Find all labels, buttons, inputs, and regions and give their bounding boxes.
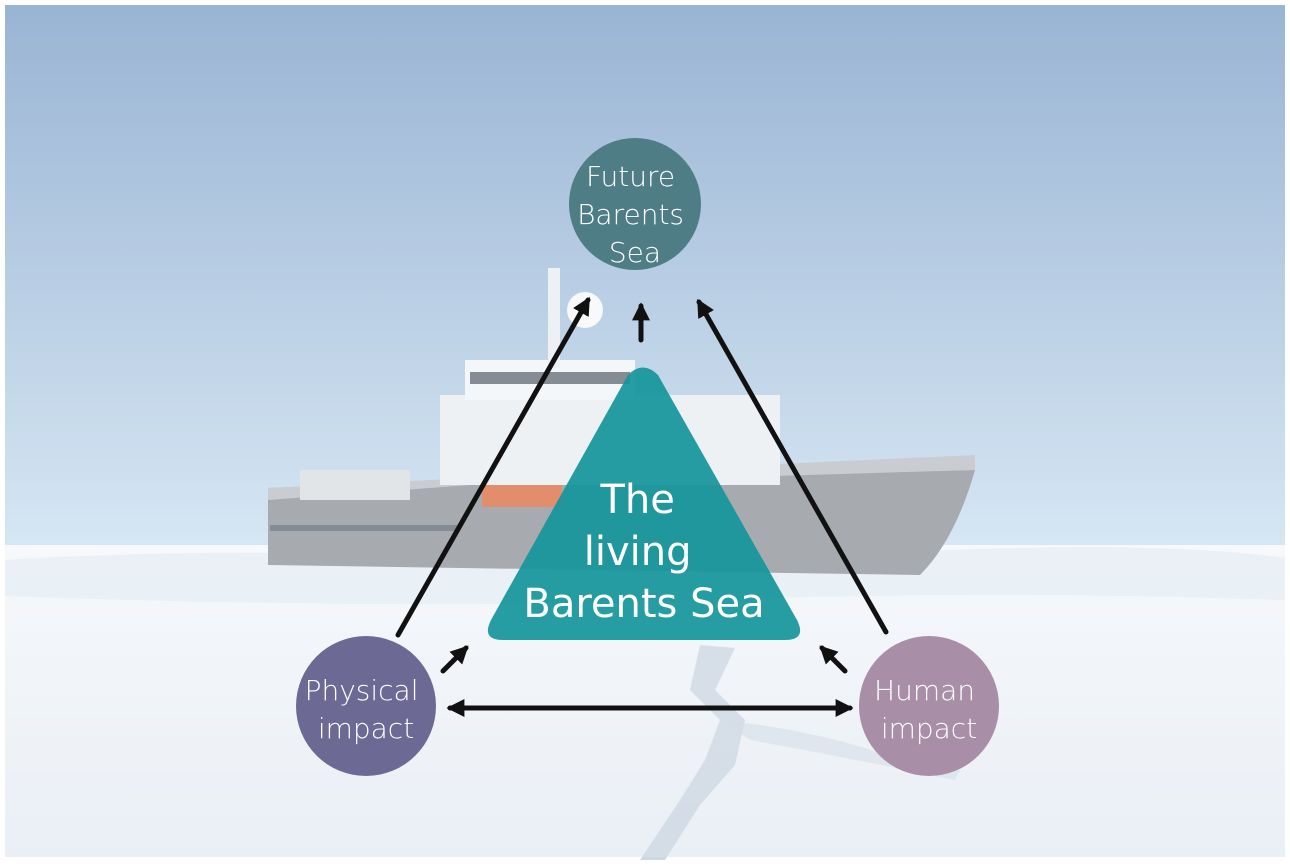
center-triangle <box>487 367 801 640</box>
node-physical-label: Physical impact <box>305 674 428 745</box>
ship-deck-crane <box>300 470 410 500</box>
ice-crack <box>640 645 745 860</box>
node-future-line-3: Sea <box>609 236 661 269</box>
ship-mast <box>548 268 560 368</box>
center-triangle-label: The living Barents Sea <box>523 477 764 627</box>
arrow-human-to-center <box>819 645 848 674</box>
node-human-line-1: Human <box>874 674 975 707</box>
arrow-physical-to-future <box>395 296 591 638</box>
node-future-line-1: Future <box>586 160 675 193</box>
node-future-circle <box>569 138 701 270</box>
node-human-circle <box>859 636 999 776</box>
center-line-1: The <box>599 477 674 523</box>
node-physical-line-1: Physical <box>305 674 419 707</box>
ship-bridge-windows <box>470 372 630 384</box>
arrow-physical-to-center <box>440 645 469 674</box>
node-human-line-2: impact <box>881 712 977 745</box>
node-physical-line-2: impact <box>318 712 414 745</box>
center-line-3: Barents Sea <box>523 581 764 627</box>
center-line-2: living <box>584 529 692 575</box>
ship-portholes <box>270 525 460 531</box>
node-future-label: Future Barents Sea <box>577 160 693 269</box>
node-physical-circle <box>296 636 436 776</box>
arrow-human-to-future <box>696 298 889 635</box>
ship-lifeboat <box>482 485 562 507</box>
node-future-line-2: Barents <box>577 198 684 231</box>
node-human-label: Human impact <box>874 674 984 745</box>
arrows <box>395 296 889 717</box>
